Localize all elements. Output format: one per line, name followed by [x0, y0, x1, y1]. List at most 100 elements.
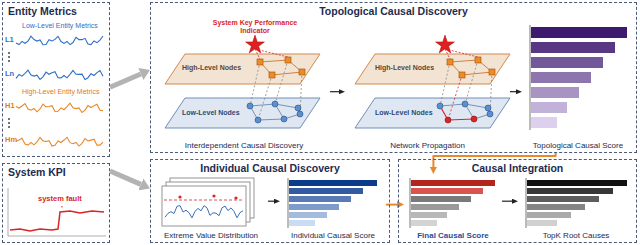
low-level-link	[440, 104, 465, 106]
high-level-node	[269, 72, 275, 78]
panel-heading: Topological Causal Discovery	[314, 3, 473, 19]
connector-arrow	[110, 171, 141, 184]
final-score-bar	[411, 212, 447, 218]
low-level-node	[297, 111, 303, 117]
root-cause-bar	[527, 220, 557, 226]
panel-heading: Individual Causal Discovery	[195, 160, 344, 176]
panel-heading: Entity Metrics	[3, 3, 82, 19]
figure-box: Topological Causal Score	[522, 18, 634, 152]
final-score-bar	[411, 180, 495, 186]
connector-arrow	[510, 91, 516, 92]
figure-box: Final Causal Score	[404, 174, 502, 242]
figure-box: Network Propagation	[345, 18, 510, 152]
final-score-bar	[411, 188, 483, 194]
chart-axis	[410, 178, 411, 228]
high-level-link	[450, 60, 478, 62]
low-level-node	[247, 103, 253, 109]
high-level-node	[447, 59, 453, 65]
individual-score-bar	[289, 180, 377, 186]
stage-panel: Individual Causal DiscoveryExtreme Value…	[150, 159, 390, 243]
low-level-link	[448, 119, 474, 120]
final-score-bar	[411, 204, 459, 210]
topological-score-bar	[531, 27, 627, 38]
annotation-label: Low-Level Entity Metrics	[22, 22, 98, 30]
connector-arrow	[330, 91, 339, 92]
individual-score-bar	[289, 212, 327, 218]
panel-heading: Causal Integration	[467, 160, 569, 176]
annotation-label: High-Level Nodes	[375, 64, 434, 72]
connector-arrow	[268, 201, 274, 202]
high-level-node	[475, 57, 481, 63]
low-level-node	[471, 116, 477, 122]
final-score-bar	[411, 220, 437, 226]
topological-score-bar	[531, 102, 567, 113]
chart-axis	[530, 25, 531, 130]
low-level-node	[281, 116, 287, 122]
low-level-plane	[165, 98, 320, 128]
final-score-bar	[411, 196, 471, 202]
annotation-label: Low-Level Nodes	[375, 109, 433, 117]
annotation-label: High-Level Entity Metrics	[22, 88, 99, 96]
plot-frame	[162, 186, 246, 226]
figure-box: TopK Root Causes	[518, 174, 634, 242]
topological-score-bar	[531, 117, 557, 128]
low-level-link	[250, 104, 275, 106]
metric-line	[16, 70, 103, 79]
kpi-line	[10, 211, 104, 231]
root-cause-bar	[527, 204, 585, 210]
low-level-link	[258, 119, 284, 120]
low-level-node	[462, 101, 468, 107]
extreme-point	[178, 195, 181, 198]
figure-caption: TopK Root Causes	[543, 231, 610, 240]
topological-score-bar	[531, 57, 603, 68]
annotation-label: L1	[5, 36, 14, 44]
kpi-star	[436, 35, 455, 53]
stage-panel: Causal IntegrationFinal Causal Score TopK…	[398, 159, 637, 243]
low-level-node	[445, 117, 451, 123]
ellipsis-dot	[8, 60, 10, 62]
high-level-node	[285, 57, 291, 63]
connector-arrow	[110, 74, 141, 87]
figure-caption: Final Causal Score	[417, 231, 489, 240]
interlayer-link	[250, 62, 260, 106]
fault-tick	[62, 206, 63, 209]
high-level-node	[299, 69, 305, 75]
annotation-label: Low-Level Nodes	[182, 109, 240, 117]
extreme-point	[234, 196, 237, 199]
high-level-node	[459, 72, 465, 78]
low-level-node	[487, 111, 493, 117]
high-level-plane	[355, 54, 510, 84]
ellipsis-dot	[8, 56, 10, 58]
panel-heading: System KPI	[3, 164, 71, 180]
low-level-node	[272, 101, 278, 107]
connector-arrow	[386, 204, 397, 206]
low-level-plane	[355, 98, 510, 128]
annotation-label: Ln	[5, 70, 14, 78]
individual-score-bar	[289, 220, 315, 226]
high-level-link	[260, 60, 288, 62]
low-level-node	[437, 103, 443, 109]
root-cause-bar	[527, 188, 613, 194]
high-level-plane	[165, 54, 320, 84]
root-cause-bar	[527, 212, 571, 218]
connector-arrow	[502, 201, 512, 202]
metric-line	[16, 137, 103, 146]
root-cause-bar	[527, 196, 599, 202]
figure-caption: Topological Causal Score	[533, 141, 623, 150]
figure-box: Extreme Value Distribution	[154, 174, 268, 242]
interlayer-link	[258, 75, 272, 120]
individual-score-bar	[289, 196, 351, 202]
root-cause-bar	[527, 180, 627, 186]
low-level-node	[295, 105, 301, 111]
chart-axis	[526, 178, 527, 228]
topological-score-bar	[531, 87, 579, 98]
figure-caption: Interdependent Causal Discovery	[185, 141, 303, 150]
ellipsis-dot	[8, 52, 10, 54]
annotation-label: H1	[5, 102, 15, 110]
low-level-link	[275, 104, 298, 108]
topological-score-bar	[531, 42, 615, 53]
interlayer-link	[465, 60, 478, 104]
high-level-link	[272, 72, 302, 75]
